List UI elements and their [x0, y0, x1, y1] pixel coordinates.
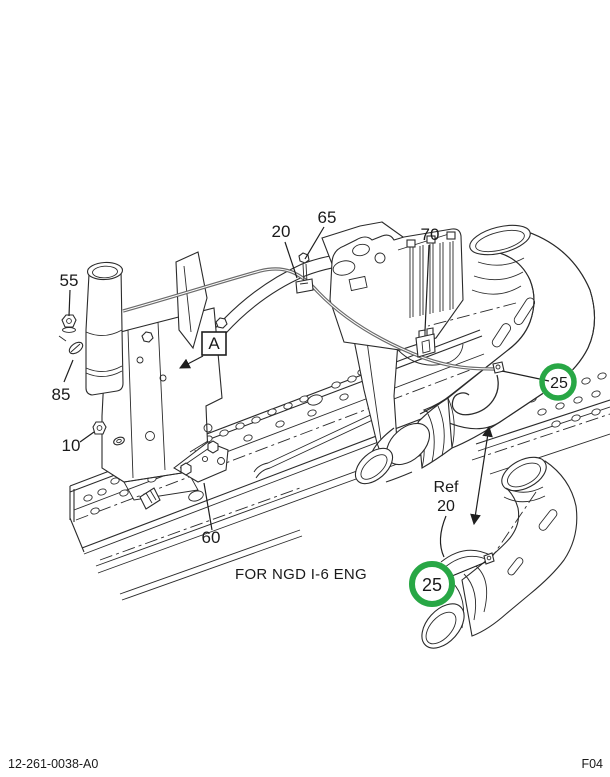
callout-70: 70 — [421, 225, 440, 244]
highlight-25-detail: 25 — [409, 561, 487, 607]
connector-70 — [415, 327, 436, 358]
bellows-section — [354, 397, 455, 485]
detail-link-arrow — [470, 425, 493, 526]
callout-25-main: 25 — [550, 375, 568, 392]
clip-85 — [58, 335, 84, 355]
callouts: 55 85 10 60 20 65 70 A — [52, 208, 440, 547]
callout-25-detail: 25 — [422, 575, 442, 595]
detail-elbow-hose: Ref 20 25 — [409, 425, 578, 649]
shield-blade-small — [175, 251, 208, 350]
ref-label: Ref — [434, 479, 459, 496]
callout-20: 20 — [272, 222, 291, 241]
callout-10: 10 — [62, 436, 81, 455]
green-highlight-ring-main — [539, 363, 577, 401]
nut-10 — [92, 421, 125, 446]
figure-caption: FOR NGD I-6 ENG — [235, 566, 367, 583]
bolt-65 — [295, 252, 314, 294]
support-bracket-60 — [139, 440, 229, 510]
exhaust-stack-cylinder — [85, 261, 124, 396]
callout-55: 55 — [60, 271, 79, 290]
ref-part-20: 20 — [437, 498, 455, 515]
nut-55 — [61, 314, 77, 333]
view-a-indicator: A — [179, 331, 227, 369]
green-highlight-ring-detail — [409, 561, 455, 607]
view-a-label: A — [208, 334, 220, 353]
callout-85: 85 — [52, 385, 71, 404]
engine-block — [329, 228, 464, 366]
document-number: 12-261-0038-A0 — [8, 757, 98, 771]
highlight-25-main: 25 — [501, 363, 577, 401]
stack-mount-bracket — [101, 307, 228, 501]
page-code: F04 — [581, 757, 603, 771]
intake-manifold-ribs — [397, 231, 456, 318]
ref-hose-segment — [440, 549, 495, 569]
callout-65: 65 — [318, 208, 337, 227]
hose-tube-20 — [122, 267, 498, 371]
callout-60: 60 — [202, 528, 221, 547]
